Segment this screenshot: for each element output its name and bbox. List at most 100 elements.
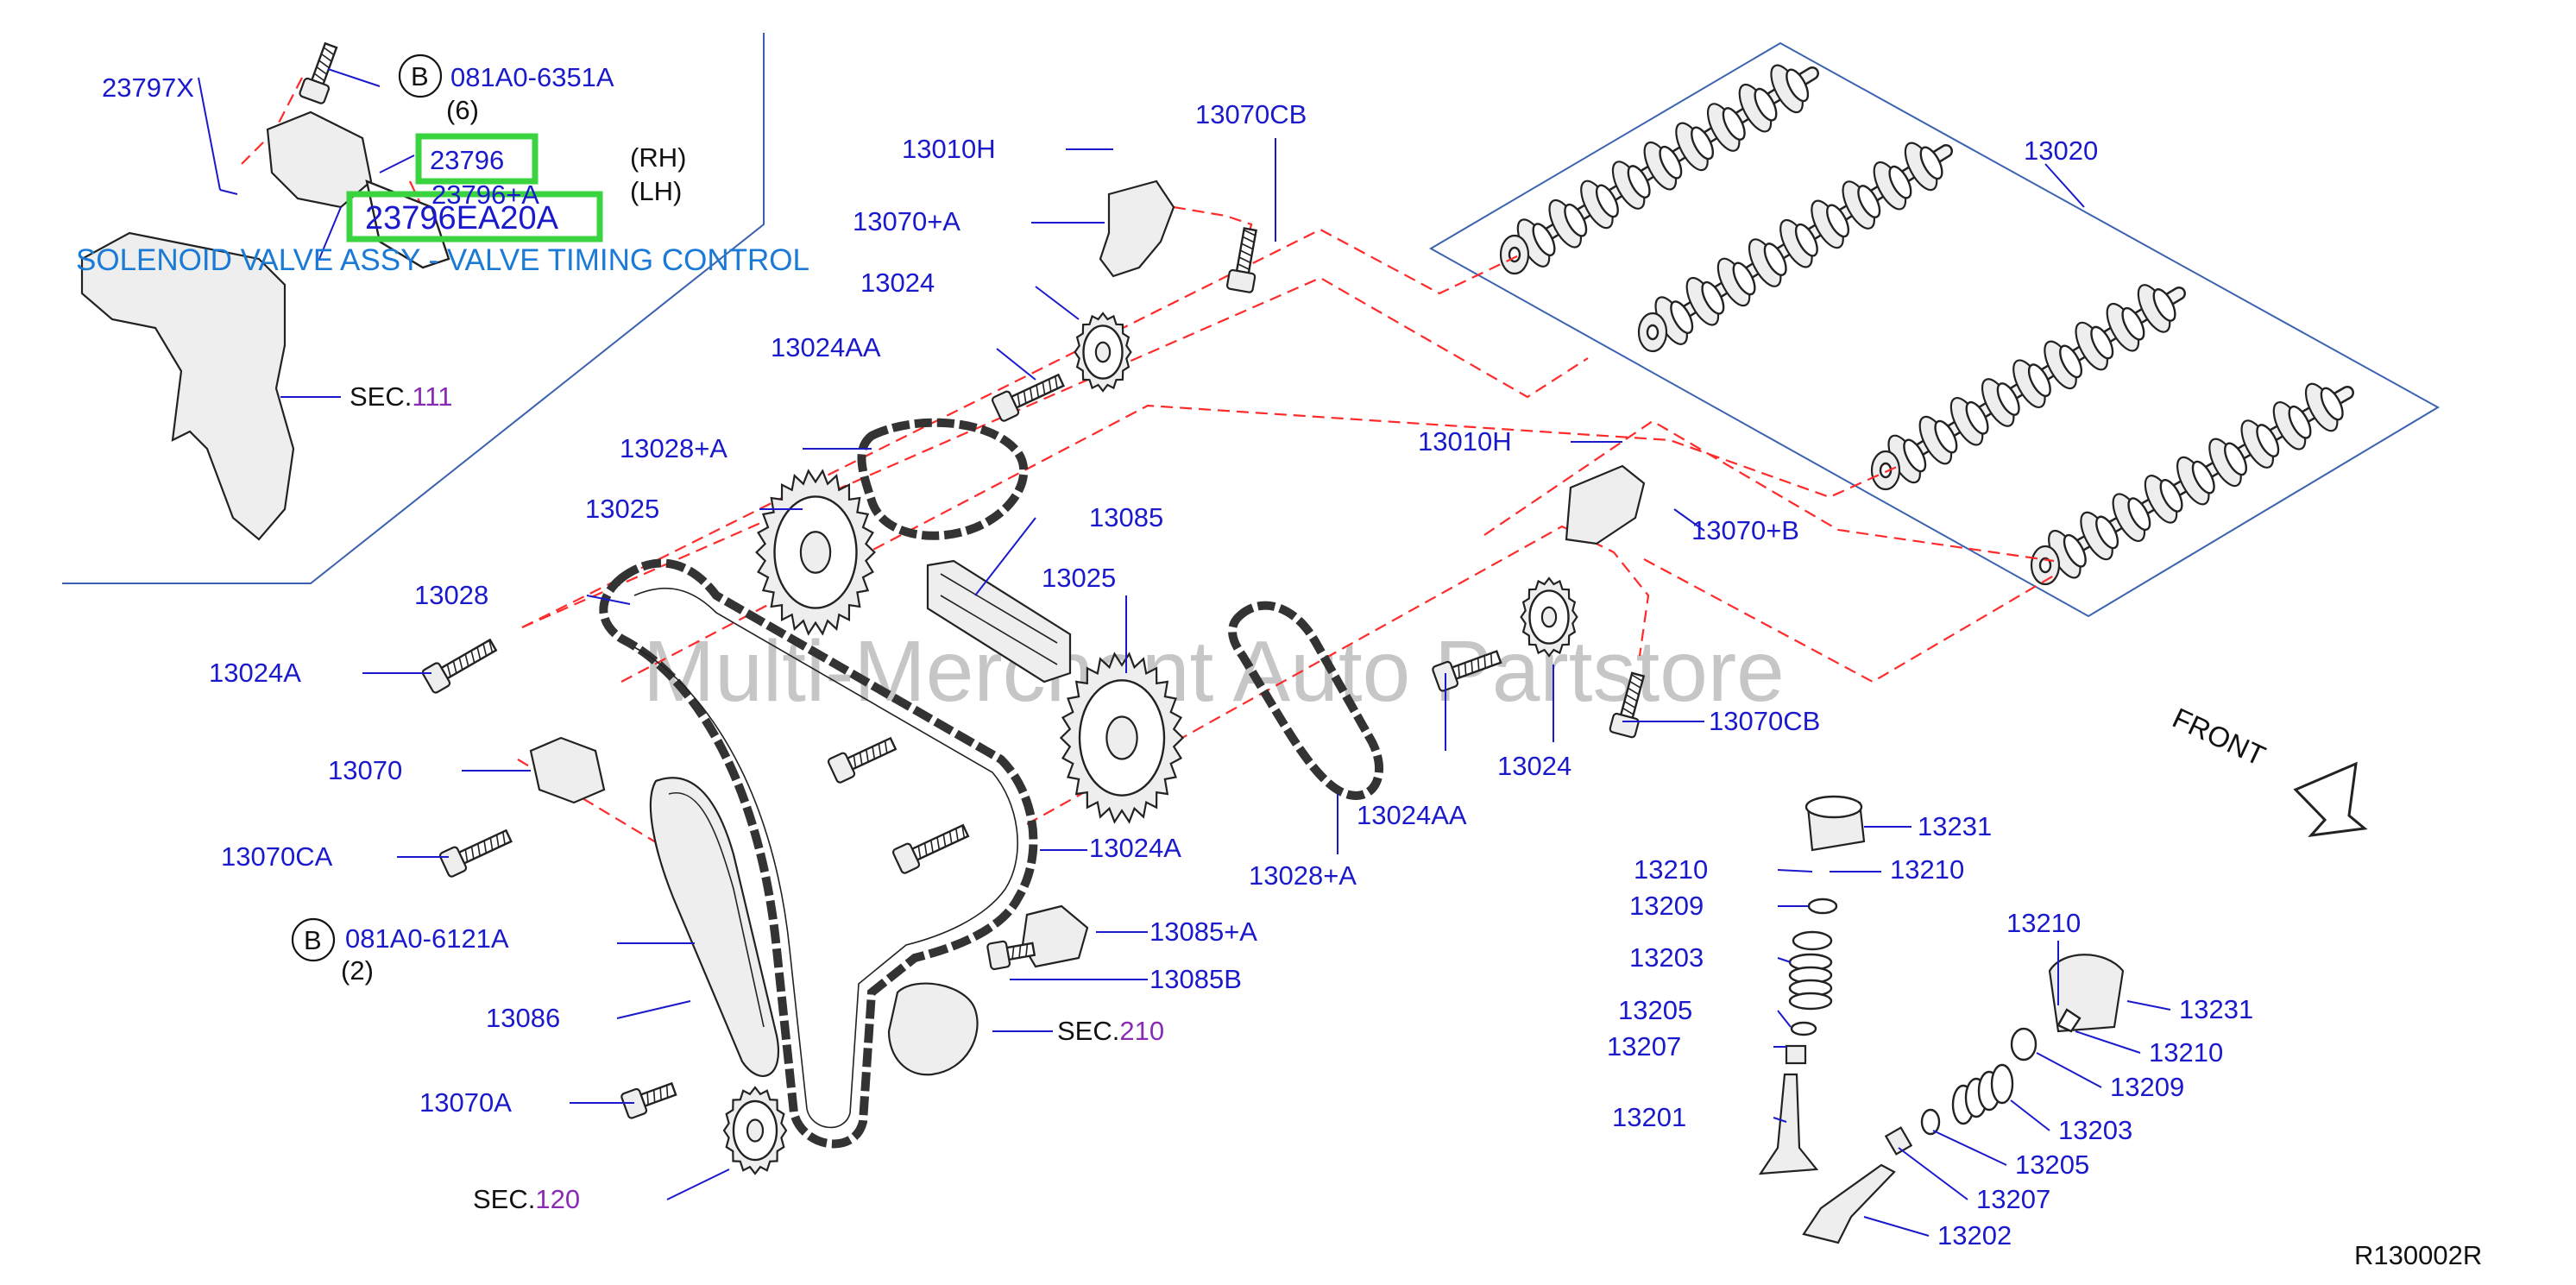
svg-text:B: B <box>304 925 322 955</box>
alignment-paths <box>241 77 2059 864</box>
label-13210-a: 13210 <box>1634 854 1708 885</box>
sprocket-13024-b <box>1520 576 1578 658</box>
label-13028: 13028 <box>414 580 488 610</box>
inset-frame <box>62 33 765 584</box>
label-13201: 13201 <box>1612 1102 1686 1132</box>
label-13024a-a: 13024A <box>209 658 301 688</box>
note-solenoid-valve: SOLENOID VALVE ASSY - VALVE TIMING CONTR… <box>76 243 809 277</box>
label-13024-b: 13024 <box>1497 751 1571 781</box>
solenoid-valve-plug <box>365 180 450 269</box>
cam-sprocket-13025-b <box>1059 652 1185 824</box>
label-13205-b: 13205 <box>2015 1150 2089 1180</box>
bolt-13070cb-b <box>1609 671 1646 739</box>
water-pump-pulley <box>887 982 979 1076</box>
label-13207-a: 13207 <box>1607 1031 1681 1061</box>
svg-text:B: B <box>411 61 429 91</box>
label-23796: 23796 <box>430 145 504 175</box>
camshaft-4 <box>2030 382 2354 586</box>
bolt-ref-b2: B <box>291 917 336 962</box>
bolt-ref-b1: B <box>398 54 443 98</box>
label-13210-c: 13210 <box>2006 908 2081 938</box>
label-qty-2: (2) <box>341 955 374 986</box>
upper-chain <box>857 418 1029 540</box>
label-13070cb-b: 13070CB <box>1709 706 1820 736</box>
chain-tensioner-13070a <box>1099 180 1175 278</box>
label-13202: 13202 <box>1937 1220 2012 1250</box>
label-13085b: 13085B <box>1149 964 1242 994</box>
bolt-13070a <box>620 1081 677 1119</box>
label-13086: 13086 <box>486 1003 560 1033</box>
front-arrow: FRONT <box>2168 702 2368 838</box>
camshaft-2 <box>1637 142 1953 353</box>
label-13203-b: 13203 <box>2058 1115 2132 1145</box>
chain-tensioner-13070 <box>529 736 606 804</box>
label-13010h-a: 13010H <box>902 134 996 164</box>
label-13231-a: 13231 <box>1918 811 1992 841</box>
label-13231-b: 13231 <box>2179 994 2253 1024</box>
bolt-13024aa-a <box>991 373 1065 422</box>
label-13209-a: 13209 <box>1629 891 1704 921</box>
label-13070a-plus: 13070+A <box>853 206 960 236</box>
figure-code: R130002R <box>2354 1240 2482 1270</box>
label-13010h-b: 13010H <box>1418 426 1512 457</box>
highlight-box-23796ea20a <box>346 191 603 243</box>
right-chain <box>1228 601 1384 800</box>
bolts <box>299 41 1646 1119</box>
valve-train <box>1758 795 2125 1244</box>
label-13203-a: 13203 <box>1629 942 1704 973</box>
label-23796a: 23796+A <box>431 180 539 210</box>
intake-valve <box>1758 1073 1819 1175</box>
chain-guide <box>649 777 779 1077</box>
valve-spring-b <box>1951 1063 2014 1125</box>
label-13070: 13070 <box>328 755 402 785</box>
label-081a0-6351a: 081A0-6351A <box>450 62 614 92</box>
label-13209-b: 13209 <box>2110 1072 2184 1102</box>
highlight-box-23796 <box>415 133 539 185</box>
label-13070ca: 13070CA <box>221 841 333 872</box>
label-13070b-plus: 13070+B <box>1691 515 1799 545</box>
label-sec-111: SEC.111 <box>350 381 452 412</box>
label-13210-b: 13210 <box>1890 854 1964 885</box>
label-sec-210: SEC.210 <box>1057 1016 1164 1046</box>
timing-cover-bracket <box>80 231 295 541</box>
label-23796ea20a: 23796EA20A <box>365 200 559 236</box>
bolt-13024aa-b <box>1432 650 1502 692</box>
bolt-13070cb-a <box>1225 227 1257 293</box>
bolt-13085b <box>986 940 1036 971</box>
label-13024aa-a: 13024AA <box>771 332 881 362</box>
label-qty-6: (6) <box>446 95 479 125</box>
label-rh: (RH) <box>630 142 686 173</box>
tensioner <box>1021 904 1089 968</box>
valve-spring-a <box>1788 953 1833 1011</box>
camshaft-box <box>1428 41 2441 618</box>
label-13085: 13085 <box>1089 502 1163 532</box>
leader-lines <box>198 68 2171 1237</box>
cam-sprocket-13025-a <box>755 469 876 636</box>
label-13028a-plus-a: 13028+A <box>620 433 727 463</box>
label-13024-a: 13024 <box>860 268 935 298</box>
crank-sprocket-sec120 <box>722 1086 788 1175</box>
label-sec-120: SEC.120 <box>473 1184 580 1214</box>
camshafts <box>1499 64 2354 586</box>
label-13025-a: 13025 <box>585 494 659 524</box>
label-13020: 13020 <box>2024 135 2098 166</box>
camshaft-3 <box>1870 284 2186 491</box>
sprocket-13024-a <box>1074 312 1132 393</box>
bolt-23797x <box>299 41 338 104</box>
label-13070cb-a: 13070CB <box>1195 99 1307 129</box>
label-23797x: 23797X <box>102 72 194 103</box>
chain-tensioner-13070b <box>1565 464 1646 545</box>
bolt-upper-chain <box>827 736 898 784</box>
front-label: FRONT <box>2168 702 2271 772</box>
label-13085a-plus: 13085+A <box>1149 917 1257 947</box>
label-13210-d: 13210 <box>2149 1037 2223 1068</box>
sprockets <box>722 312 1578 1175</box>
watermark-text: Multi-Merchant Auto Partstore <box>643 623 1785 720</box>
label-13024a-b: 13024A <box>1089 833 1181 863</box>
label-lh: (LH) <box>630 176 682 206</box>
label-13025-b: 13025 <box>1042 563 1116 593</box>
bolt-13024a-b <box>891 823 970 874</box>
bolt-13024a-a <box>421 638 498 694</box>
